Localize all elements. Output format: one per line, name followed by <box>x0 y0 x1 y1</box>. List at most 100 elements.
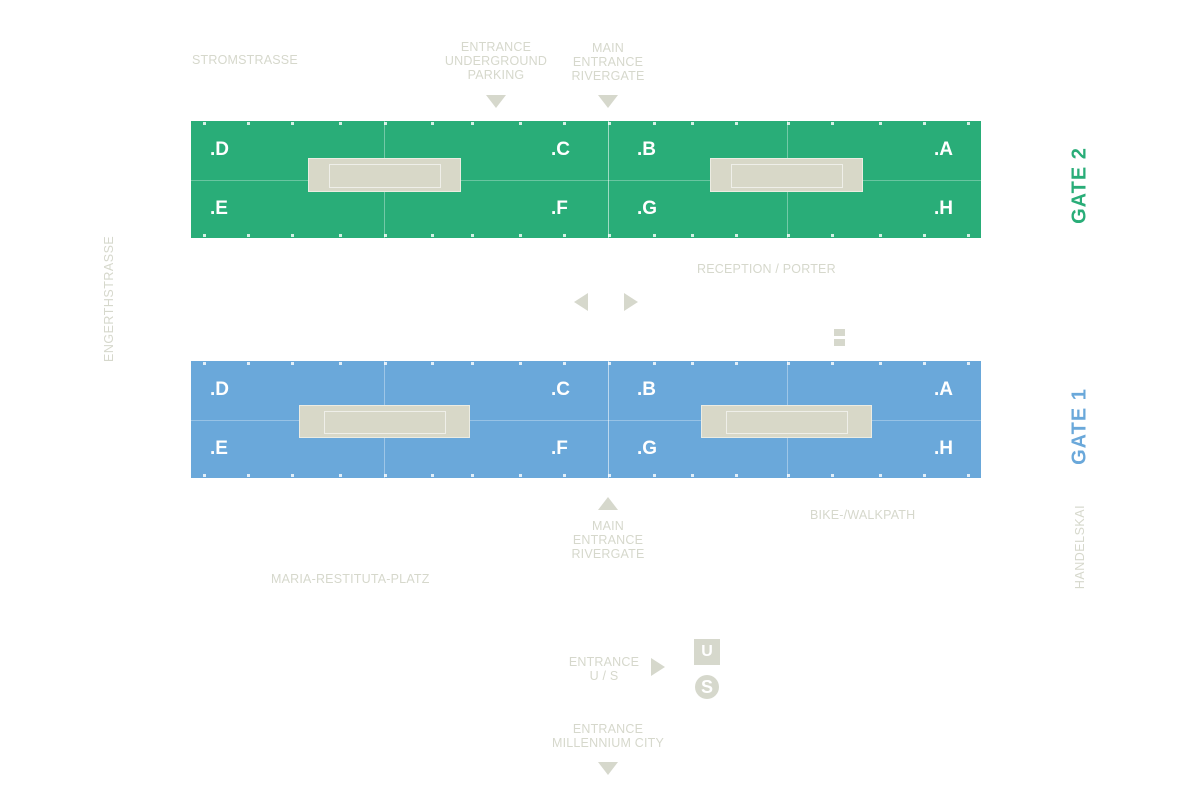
gate1-building[interactable]: .D .C .B .A .E .F .G .H <box>191 361 981 478</box>
grid-tick <box>967 362 970 365</box>
gate1-unit-e[interactable]: .E <box>210 438 228 459</box>
grid-tick <box>691 234 694 237</box>
gate2-core-east <box>710 158 863 192</box>
gate2-unit-g[interactable]: .G <box>637 198 658 219</box>
grid-tick <box>431 122 434 125</box>
grid-tick <box>879 234 882 237</box>
grid-tick <box>339 122 342 125</box>
arrow-right-icon[interactable] <box>624 293 638 311</box>
grid-tick <box>384 362 387 365</box>
grid-tick <box>735 362 738 365</box>
gate2-unit-e[interactable]: .E <box>210 198 228 219</box>
grid-tick <box>923 234 926 237</box>
gate1-label: GATE 1 <box>1068 388 1091 465</box>
entrance-us-arrow-icon[interactable] <box>651 658 665 676</box>
gate1-unit-c[interactable]: .C <box>551 379 570 400</box>
grid-tick <box>691 122 694 125</box>
grid-tick <box>967 474 970 477</box>
grid-tick <box>831 474 834 477</box>
grid-tick <box>787 122 790 125</box>
grid-tick <box>339 234 342 237</box>
gate2-unit-c[interactable]: .C <box>551 139 570 160</box>
arrow-left-icon[interactable] <box>574 293 588 311</box>
grid-tick <box>431 474 434 477</box>
street-stromstrasse: STROMSTRASSE <box>192 53 298 67</box>
street-handelskai: HANDELSKAI <box>1073 504 1087 590</box>
grid-tick <box>471 122 474 125</box>
grid-tick <box>247 362 250 365</box>
entrance-millennium-arrow-icon[interactable] <box>598 762 618 775</box>
grid-tick <box>291 122 294 125</box>
gate1-unit-h[interactable]: .H <box>934 438 953 459</box>
entrance-parking-arrow-icon[interactable] <box>486 95 506 108</box>
grid-tick <box>967 234 970 237</box>
street-maria-restituta-platz: MARIA-RESTITUTA-PLATZ <box>271 572 430 586</box>
grid-tick <box>519 474 522 477</box>
main-entrance-top-arrow-icon[interactable] <box>598 95 618 108</box>
grid-tick <box>735 234 738 237</box>
grid-tick <box>563 474 566 477</box>
grid-tick <box>691 362 694 365</box>
grid-tick <box>923 122 926 125</box>
entrance-millennium-label: ENTRANCE MILLENNIUM CITY <box>551 722 665 750</box>
gate1-unit-a[interactable]: .A <box>934 379 953 400</box>
grid-tick <box>735 474 738 477</box>
gate2-label: GATE 2 <box>1068 147 1091 224</box>
gate1-unit-f[interactable]: .F <box>551 438 568 459</box>
gate2-unit-d[interactable]: .D <box>210 139 229 160</box>
grid-tick <box>787 474 790 477</box>
gate2-unit-h[interactable]: .H <box>934 198 953 219</box>
grid-tick <box>653 234 656 237</box>
grid-tick <box>471 362 474 365</box>
gate2-building[interactable]: .D .C .B .A .E .F .G .H <box>191 121 981 238</box>
grid-tick <box>339 362 342 365</box>
entrance-parking-label: ENTRANCE UNDERGROUND PARKING <box>444 40 548 82</box>
grid-tick <box>653 122 656 125</box>
gate2-unit-a[interactable]: .A <box>934 139 953 160</box>
grid-tick <box>203 362 206 365</box>
gate1-unit-d[interactable]: .D <box>210 379 229 400</box>
grid-tick <box>519 234 522 237</box>
gate1-core-east <box>701 405 872 438</box>
grid-tick <box>247 122 250 125</box>
grid-tick <box>787 234 790 237</box>
grid-tick <box>653 362 656 365</box>
grid-tick <box>967 122 970 125</box>
grid-tick <box>431 362 434 365</box>
grid-tick <box>384 474 387 477</box>
grid-tick <box>879 362 882 365</box>
s-bahn-icon: S <box>695 675 719 699</box>
grid-tick <box>879 474 882 477</box>
grid-tick <box>203 122 206 125</box>
bike-rack-icon <box>834 329 845 336</box>
main-entrance-top-label: MAIN ENTRANCE RIVERGATE <box>571 41 645 83</box>
grid-tick <box>519 122 522 125</box>
grid-tick <box>431 234 434 237</box>
grid-tick <box>879 122 882 125</box>
grid-tick <box>471 234 474 237</box>
grid-tick <box>608 234 611 237</box>
main-entrance-bottom-label: MAIN ENTRANCE RIVERGATE <box>571 519 645 561</box>
gate1-unit-b[interactable]: .B <box>637 379 656 400</box>
main-entrance-bottom-arrow-icon[interactable] <box>598 497 618 510</box>
gate2-core-west <box>308 158 461 192</box>
bike-rack-icon <box>834 339 845 346</box>
grid-tick <box>519 362 522 365</box>
grid-tick <box>653 474 656 477</box>
reception-label: RECEPTION / PORTER <box>697 262 836 276</box>
grid-tick <box>735 122 738 125</box>
grid-tick <box>339 474 342 477</box>
gate2-unit-f[interactable]: .F <box>551 198 568 219</box>
grid-tick <box>608 362 611 365</box>
grid-tick <box>291 362 294 365</box>
grid-tick <box>608 122 611 125</box>
grid-tick <box>384 234 387 237</box>
grid-tick <box>831 122 834 125</box>
street-engerthstrasse: ENGERTHSTRASSE <box>102 235 116 362</box>
gate2-unit-b[interactable]: .B <box>637 139 656 160</box>
grid-tick <box>563 122 566 125</box>
gate1-core-west <box>299 405 470 438</box>
gate1-unit-g[interactable]: .G <box>637 438 658 459</box>
grid-tick <box>831 234 834 237</box>
grid-tick <box>247 234 250 237</box>
